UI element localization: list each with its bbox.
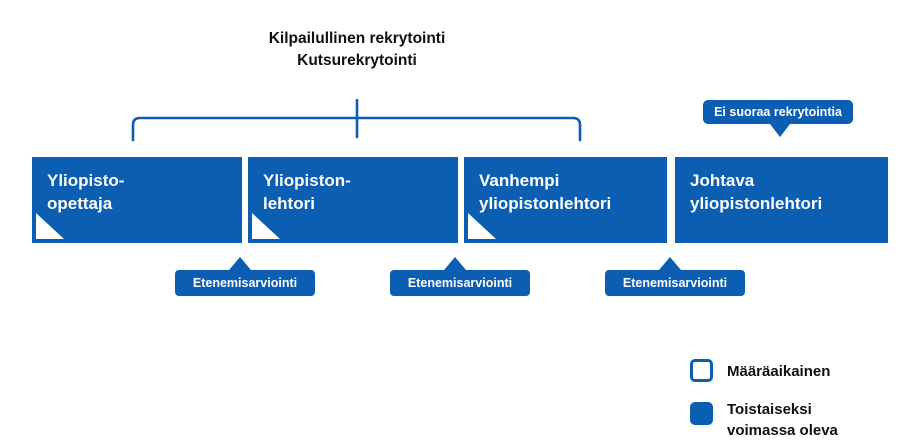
progression-evaluation-badge-2: Etenemisarviointi bbox=[390, 257, 530, 296]
position-title-line2: lehtori bbox=[263, 193, 315, 213]
position-box-johtava-yliopistonlehtori: Johtava yliopistonlehtori bbox=[675, 157, 888, 243]
fixed-term-corner-icon bbox=[36, 213, 64, 239]
legend-fixed-term-swatch-icon bbox=[690, 359, 713, 382]
legend-fixed-term-label: Määräaikainen bbox=[727, 363, 831, 380]
position-box-vanhempi-yliopistonlehtori: Vanhempi yliopistonlehtori bbox=[464, 157, 667, 243]
recruitment-header: Kilpailullinen rekrytointi Kutsurekrytoi… bbox=[157, 28, 557, 72]
fixed-term-corner-icon bbox=[468, 213, 496, 239]
progression-evaluation-label: Etenemisarviointi bbox=[622, 276, 728, 290]
no-direct-recruitment-callout: Ei suoraa rekrytointia bbox=[703, 100, 853, 137]
position-title-line1: Vanhempi bbox=[479, 171, 560, 190]
no-direct-recruitment-label: Ei suoraa rekrytointia bbox=[714, 105, 842, 119]
position-box-yliopisto-opettaja: Yliopisto- opettaja bbox=[32, 157, 242, 243]
callout-tail-down-icon bbox=[770, 124, 790, 137]
progression-evaluation-badge-3: Etenemisarviointi bbox=[605, 257, 745, 296]
position-title-line2: yliopistonlehtori bbox=[479, 193, 612, 213]
recruitment-header-line2: Kutsurekrytointi bbox=[297, 52, 417, 69]
fixed-term-corner-icon bbox=[252, 213, 280, 239]
progression-evaluation-badge-1: Etenemisarviointi bbox=[175, 257, 315, 296]
position-title-line1: Yliopisto- bbox=[47, 171, 125, 190]
progression-evaluation-label: Etenemisarviointi bbox=[407, 276, 513, 290]
recruitment-header-line1: Kilpailullinen rekrytointi bbox=[268, 30, 446, 47]
progression-evaluation-label: Etenemisarviointi bbox=[192, 276, 298, 290]
position-title-line2: opettaja bbox=[47, 193, 113, 213]
badge-tail-up-icon bbox=[229, 257, 251, 270]
legend-permanent-label-line2: voimassa oleva bbox=[727, 422, 838, 439]
badge-tail-up-icon bbox=[659, 257, 681, 270]
position-box-yliopistonlehtori: Yliopiston- lehtori bbox=[248, 157, 458, 243]
badge-tail-up-icon bbox=[444, 257, 466, 270]
legend-permanent-label-line1: Toistaiseksi bbox=[727, 401, 812, 418]
position-title-line2: yliopistonlehtori bbox=[690, 193, 823, 213]
position-title-line1: Yliopiston- bbox=[263, 171, 351, 190]
legend-permanent-swatch-icon bbox=[690, 402, 713, 425]
legend-permanent-label: Toistaiseksi voimassa oleva bbox=[727, 399, 838, 441]
position-title-line1: Johtava bbox=[690, 171, 755, 190]
